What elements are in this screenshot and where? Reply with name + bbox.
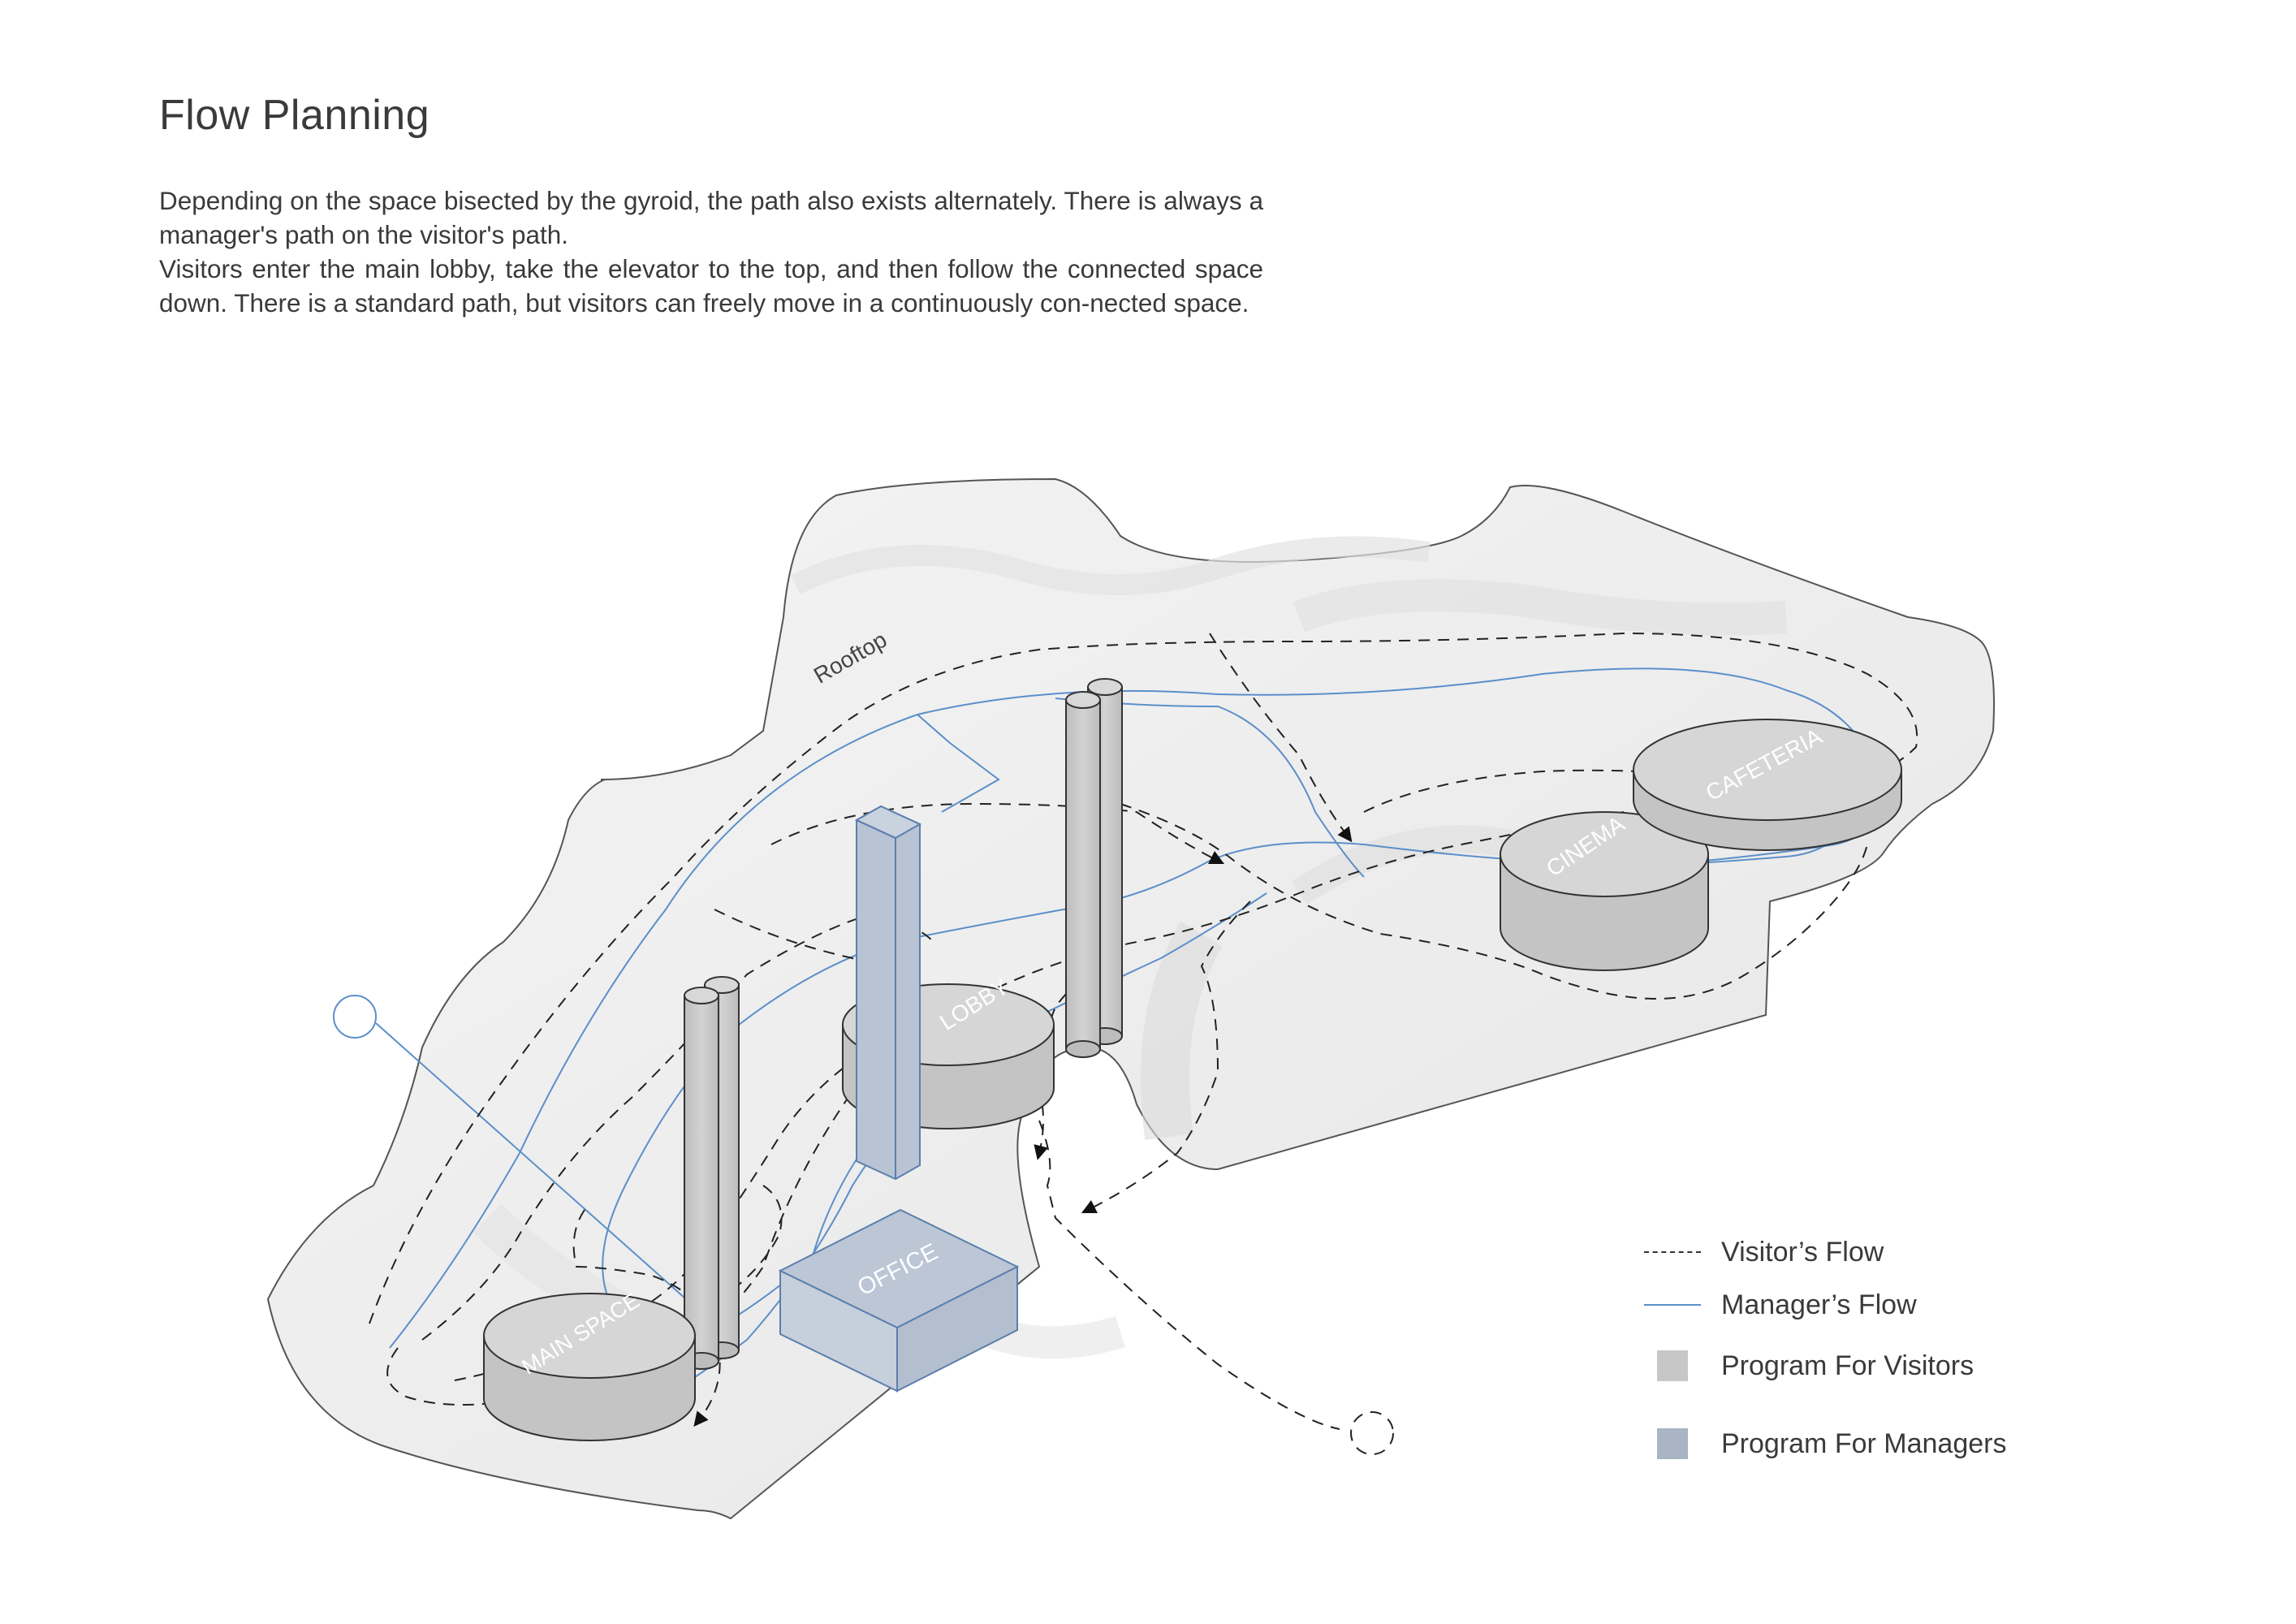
- legend-label: Program For Visitors: [1721, 1350, 1974, 1381]
- blue-line-icon: [1644, 1304, 1701, 1306]
- manager-entry-marker: [333, 995, 377, 1039]
- description-paragraph-1: Depending on the space bisected by the g…: [159, 186, 1263, 249]
- description: Depending on the space bisected by the g…: [159, 184, 1263, 320]
- elevator-core-right: [1065, 678, 1123, 1058]
- cinema-program: CINEMA: [1500, 811, 1709, 971]
- elevator-core-left: [684, 976, 740, 1370]
- legend-item-visitor-flow: Visitor’s Flow: [1632, 1236, 1884, 1268]
- legend-label: Program For Managers: [1721, 1427, 2007, 1459]
- legend: Visitor’s Flow Manager’s Flow Program Fo…: [1632, 1226, 2119, 1486]
- dashed-line-icon: [1644, 1251, 1701, 1253]
- legend-item-program-managers: Program For Managers: [1632, 1427, 2006, 1460]
- legend-label: Visitor’s Flow: [1721, 1236, 1884, 1268]
- legend-item-manager-flow: Manager’s Flow: [1632, 1289, 1917, 1321]
- gray-square-icon: [1657, 1350, 1688, 1381]
- visitor-entry-marker: [1350, 1411, 1394, 1455]
- page-title: Flow Planning: [159, 92, 430, 139]
- main-space-program: MAIN SPACE: [483, 1288, 696, 1441]
- legend-label: Manager’s Flow: [1721, 1289, 1917, 1320]
- cafeteria-program: CAFETERIA: [1633, 719, 1902, 851]
- legend-item-program-visitors: Program For Visitors: [1632, 1350, 1974, 1382]
- blue-gray-square-icon: [1657, 1428, 1688, 1459]
- office-program: OFFICE: [778, 1208, 1020, 1393]
- manager-elevator-shaft: [854, 805, 922, 1181]
- description-paragraph-2: Visitors enter the main lobby, take the …: [159, 254, 1263, 317]
